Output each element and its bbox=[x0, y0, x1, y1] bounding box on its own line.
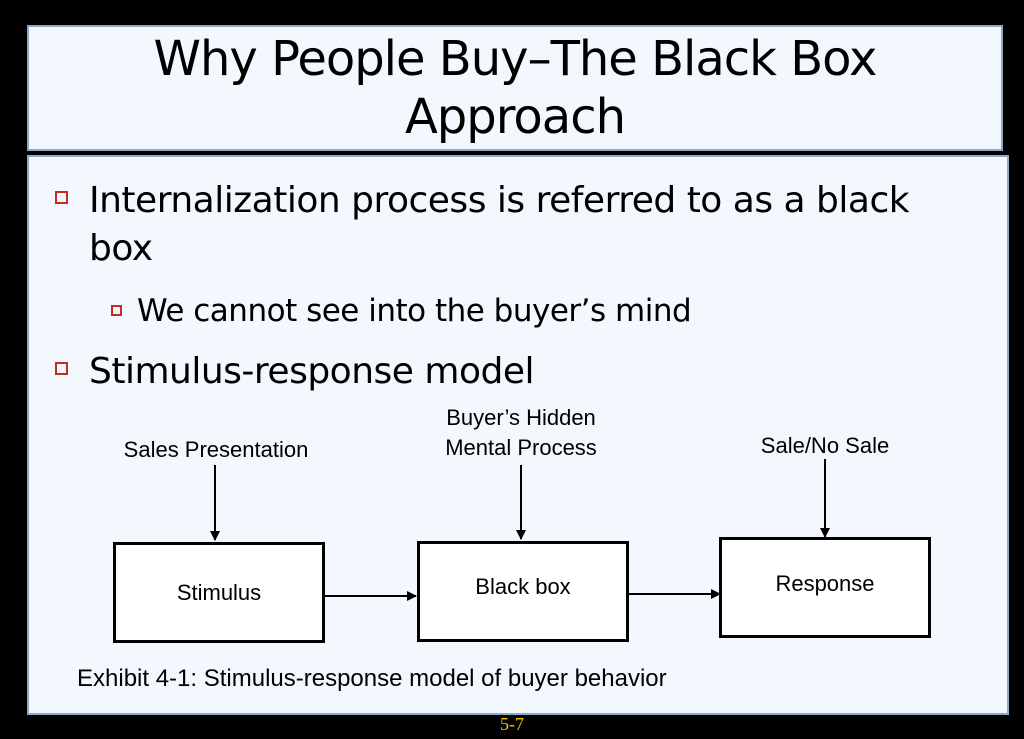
bullet-stimulus-response: Stimulus-response model bbox=[55, 348, 534, 396]
box-black-box: Black box bbox=[417, 541, 629, 642]
slide-title-line-1: Why People Buy–The Black Box bbox=[153, 31, 878, 87]
slide-title-line-2: Approach bbox=[404, 89, 626, 145]
bullet-internalization: Internalization process is referred to a… bbox=[55, 177, 949, 273]
label-sales-presentation: Sales Presentation bbox=[123, 437, 309, 462]
box-stimulus: Stimulus bbox=[113, 542, 325, 643]
bullet-square-icon bbox=[55, 362, 68, 375]
label-hidden-process-line-2: Mental Process bbox=[445, 435, 597, 460]
bullet-square-icon bbox=[55, 191, 68, 204]
bullet-text: Stimulus-response model bbox=[89, 351, 534, 392]
label-hidden-process-line-1: Buyer’s Hidden bbox=[446, 405, 596, 430]
page-number: 5-7 bbox=[500, 714, 524, 734]
bullet-text: We cannot see into the buyer’s mind bbox=[137, 293, 692, 329]
box-response: Response bbox=[719, 537, 931, 638]
bullet-text: Internalization process is referred to a… bbox=[89, 180, 910, 269]
title-panel: Why People Buy–The Black Box Approach bbox=[27, 25, 1003, 151]
diagram-connectors bbox=[210, 459, 830, 601]
exhibit-caption: Exhibit 4-1: Stimulus-response model of … bbox=[77, 665, 667, 692]
label-sale-no-sale: Sale/No Sale bbox=[760, 433, 890, 458]
content-panel: Internalization process is referred to a… bbox=[27, 155, 1009, 715]
bullet-square-icon bbox=[111, 305, 122, 316]
sub-bullet-buyers-mind: We cannot see into the buyer’s mind bbox=[111, 293, 692, 329]
